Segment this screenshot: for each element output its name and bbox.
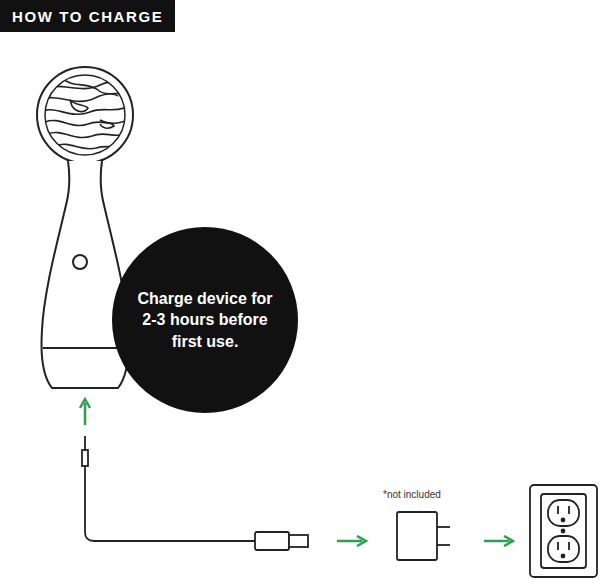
instruction-circle: Charge device for 2-3 hours before first…	[112, 227, 298, 413]
title-bar: HOW TO CHARGE	[0, 0, 175, 32]
instruction-text: Charge device for 2-3 hours before first…	[135, 288, 275, 353]
wall-outlet	[530, 485, 597, 577]
power-adapter	[397, 512, 450, 560]
note-label: *not included	[383, 489, 441, 500]
usb-cable	[82, 436, 308, 550]
